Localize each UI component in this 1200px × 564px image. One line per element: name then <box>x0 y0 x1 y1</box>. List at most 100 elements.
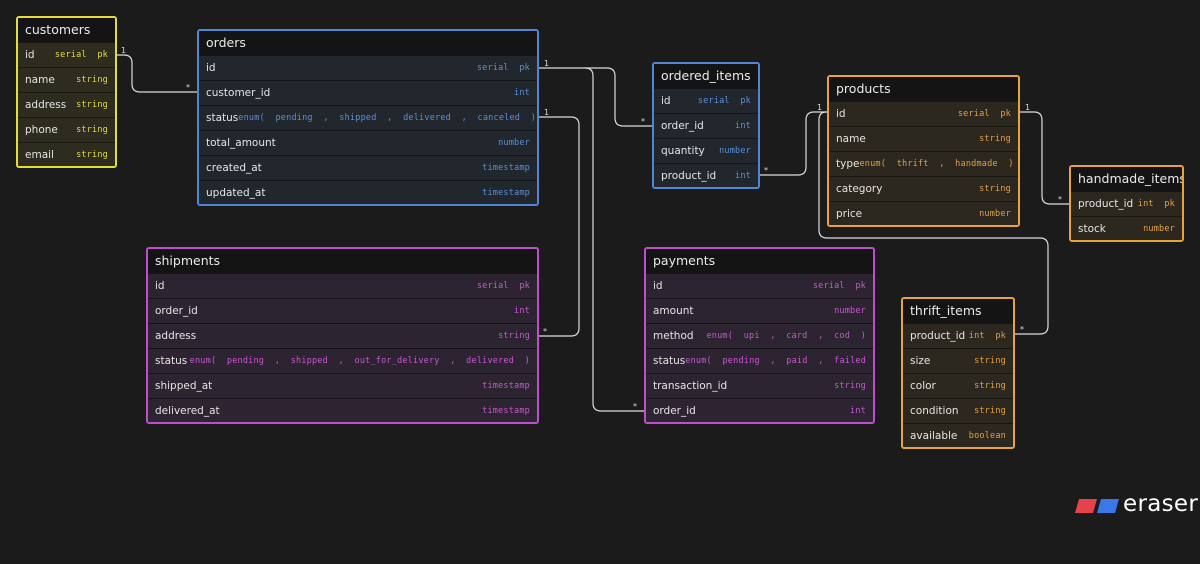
field-type: string <box>974 356 1006 366</box>
field-row[interactable]: updated_at timestamp <box>199 180 537 204</box>
field-name: amount <box>653 305 694 317</box>
field-type: string <box>979 134 1011 144</box>
field-type: timestamp <box>482 381 530 391</box>
field-row[interactable]: available boolean <box>903 423 1013 447</box>
field-type: enum( upi , card , cod ) <box>706 331 866 341</box>
field-name: transaction_id <box>653 380 728 392</box>
eraser-logo-icon <box>1075 499 1119 513</box>
field-row[interactable]: id serial pk <box>646 273 873 298</box>
field-type: string <box>974 406 1006 416</box>
field-type: enum( pending , shipped , out_for_delive… <box>189 356 530 366</box>
field-name: total_amount <box>206 137 276 149</box>
field-name: order_id <box>155 305 198 317</box>
rel-customers-orders <box>117 54 197 93</box>
field-row[interactable]: size string <box>903 348 1013 373</box>
field-name: address <box>25 99 67 111</box>
field-name: stock <box>1078 223 1106 235</box>
field-name: created_at <box>206 162 262 174</box>
eraser-wordmark: eraser <box>1123 491 1199 517</box>
entity-title: shipments <box>148 249 537 273</box>
entity-title: customers <box>18 18 115 42</box>
field-type: timestamp <box>482 163 530 173</box>
field-type: enum( thrift , handmade ) <box>859 159 1014 169</box>
card-shipments-many: * <box>543 327 547 336</box>
card-thrift-many: * <box>1020 325 1024 334</box>
field-name: id <box>661 95 671 107</box>
card-payments-many: * <box>633 402 637 411</box>
field-name: updated_at <box>206 187 266 199</box>
field-name: id <box>25 49 35 61</box>
field-type: string <box>76 125 108 135</box>
field-type: string <box>974 381 1006 391</box>
field-type: timestamp <box>482 188 530 198</box>
field-type: string <box>498 331 530 341</box>
entity-title: thrift_items <box>903 299 1013 323</box>
field-name: product_id <box>910 330 966 342</box>
field-name: size <box>910 355 931 367</box>
field-row[interactable]: created_at timestamp <box>199 155 537 180</box>
entity-title: ordered_items <box>654 64 758 88</box>
field-name: available <box>910 430 958 442</box>
field-name: delivered_at <box>155 405 220 417</box>
entity-title: payments <box>646 249 873 273</box>
field-type: boolean <box>968 431 1006 441</box>
field-name: id <box>653 280 663 292</box>
rel-products-handmade <box>1020 111 1069 205</box>
field-name: customer_id <box>206 87 271 99</box>
field-name: id <box>155 280 165 292</box>
field-name: quantity <box>661 145 705 157</box>
field-type: int pk <box>1137 199 1175 209</box>
field-type: serial pk <box>812 281 866 291</box>
field-name: name <box>836 133 866 145</box>
field-type: number <box>719 146 751 156</box>
card-orders-status-one: 1 <box>544 108 549 117</box>
eraser-logo[interactable]: eraser <box>1075 489 1198 519</box>
field-type: string <box>76 75 108 85</box>
field-name: type <box>836 158 860 170</box>
field-row[interactable]: quantity number <box>654 138 758 163</box>
field-row[interactable]: name string <box>829 126 1018 151</box>
field-name: id <box>206 62 216 74</box>
field-type: enum( pending , shipped , delivered , ca… <box>238 113 537 123</box>
